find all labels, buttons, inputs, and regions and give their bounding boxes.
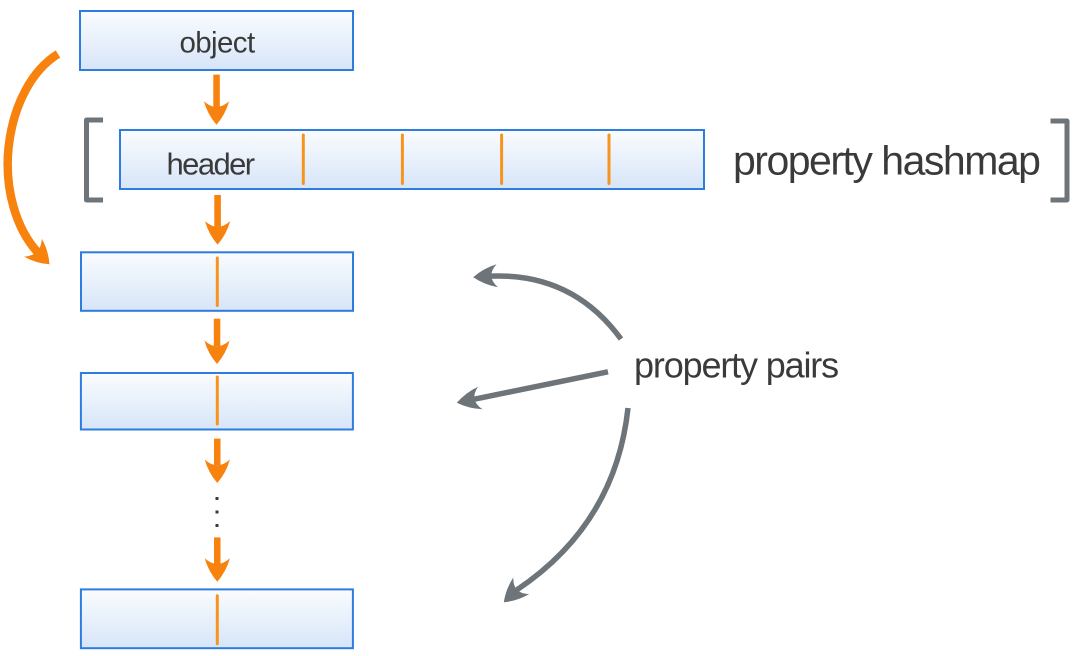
svg-text:header: header — [167, 146, 255, 181]
svg-text:property pairs: property pairs — [634, 345, 838, 386]
svg-text:object: object — [179, 27, 255, 60]
svg-text:property hashmap: property hashmap — [733, 138, 1040, 184]
